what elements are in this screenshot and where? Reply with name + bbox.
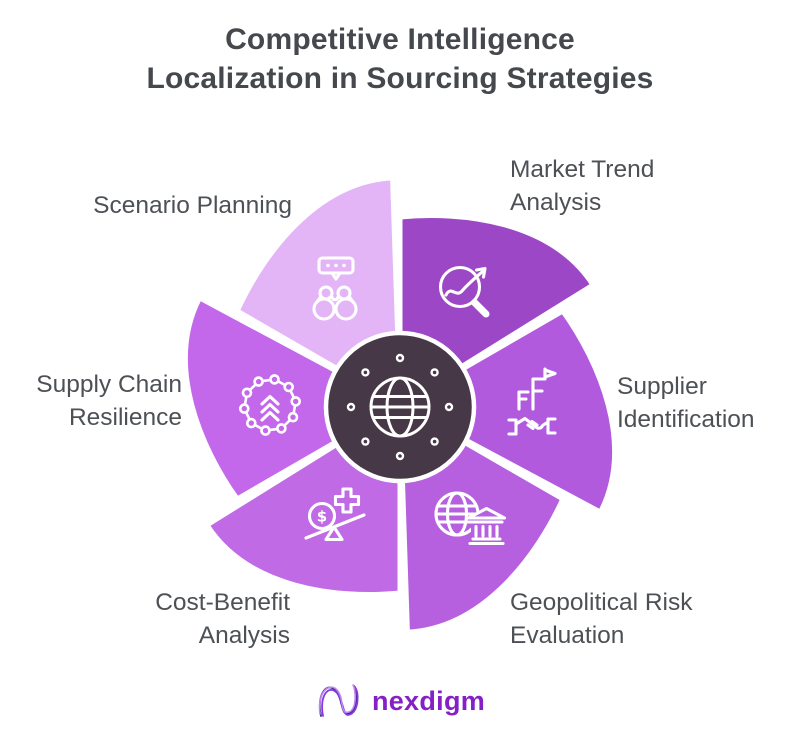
segment-supplier-identification — [397, 308, 617, 515]
brand-footer: nexdigm — [0, 676, 800, 726]
title-line-1: Competitive Intelligence — [225, 23, 575, 56]
globe-dots-ring — [346, 353, 454, 461]
dollar-sign: $ — [317, 508, 327, 526]
label-supplier-identification: Supplier Identification — [617, 373, 755, 433]
binoculars-chat-icon — [312, 256, 358, 321]
label-geopolitical-risk-evaluation: Geopolitical Risk Evaluation — [510, 589, 693, 649]
center-hub — [323, 330, 477, 484]
globe-icon — [369, 376, 431, 438]
brand-name: nexdigm — [371, 685, 486, 716]
network-nodes — [239, 374, 302, 436]
chevrons-up — [260, 394, 280, 422]
balance-dollar-plus-icon: $ — [304, 487, 366, 542]
trend-magnifier-icon — [438, 265, 490, 318]
network-chevrons-icon — [239, 374, 302, 436]
label-scenario-planning: Scenario Planning — [93, 192, 292, 219]
title-line-2: Localization in Sourcing Strategies — [146, 62, 654, 95]
globe-bank-icon — [434, 491, 507, 546]
label-market-trend-analysis: Market Trend Analysis — [510, 156, 655, 216]
page-title: Competitive Intelligence Localization in… — [0, 20, 800, 98]
nexdigm-logo-icon — [318, 684, 359, 717]
factory-handshake-icon — [507, 367, 557, 436]
label-supply-chain-resilience: Supply Chain Resilience — [36, 371, 182, 431]
label-cost-benefit-analysis: Cost-Benefit Analysis — [155, 589, 290, 649]
